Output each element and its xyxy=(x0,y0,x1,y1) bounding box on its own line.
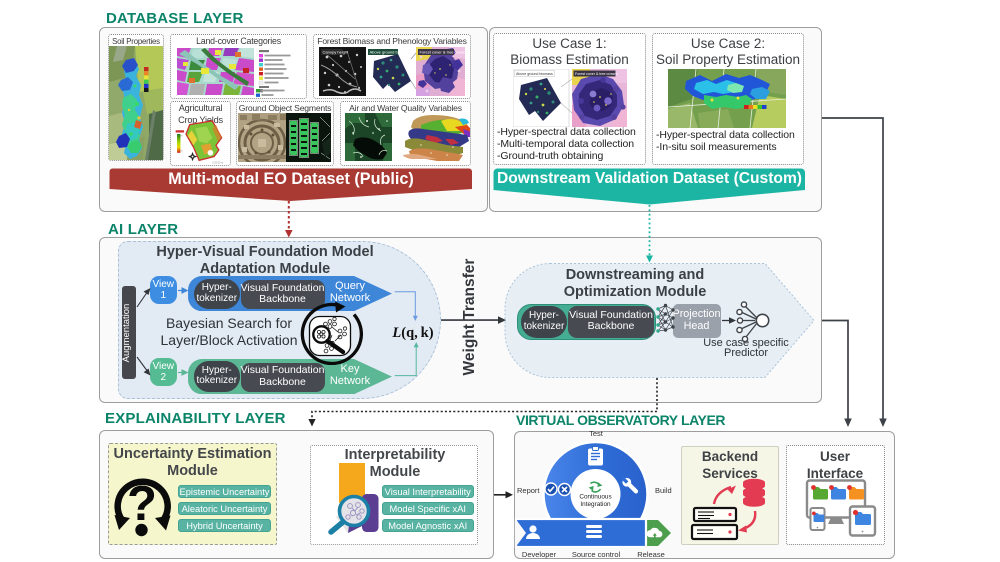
svg-text:Canopy height: Canopy height xyxy=(323,50,350,55)
svg-text:Continuous: Continuous xyxy=(579,494,611,501)
svg-text:?: ? xyxy=(127,477,157,531)
svg-text:Forest cover & tree crowns: Forest cover & tree crowns xyxy=(420,50,466,55)
svg-text:Above ground biomass: Above ground biomass xyxy=(370,50,411,55)
svg-text:0 25 50 m: 0 25 50 m xyxy=(212,162,223,165)
svg-text:Integration: Integration xyxy=(580,501,611,508)
svg-text:Forest cover & tree crowns: Forest cover & tree crowns xyxy=(575,72,618,76)
svg-text:Above ground biomass: Above ground biomass xyxy=(516,72,553,76)
